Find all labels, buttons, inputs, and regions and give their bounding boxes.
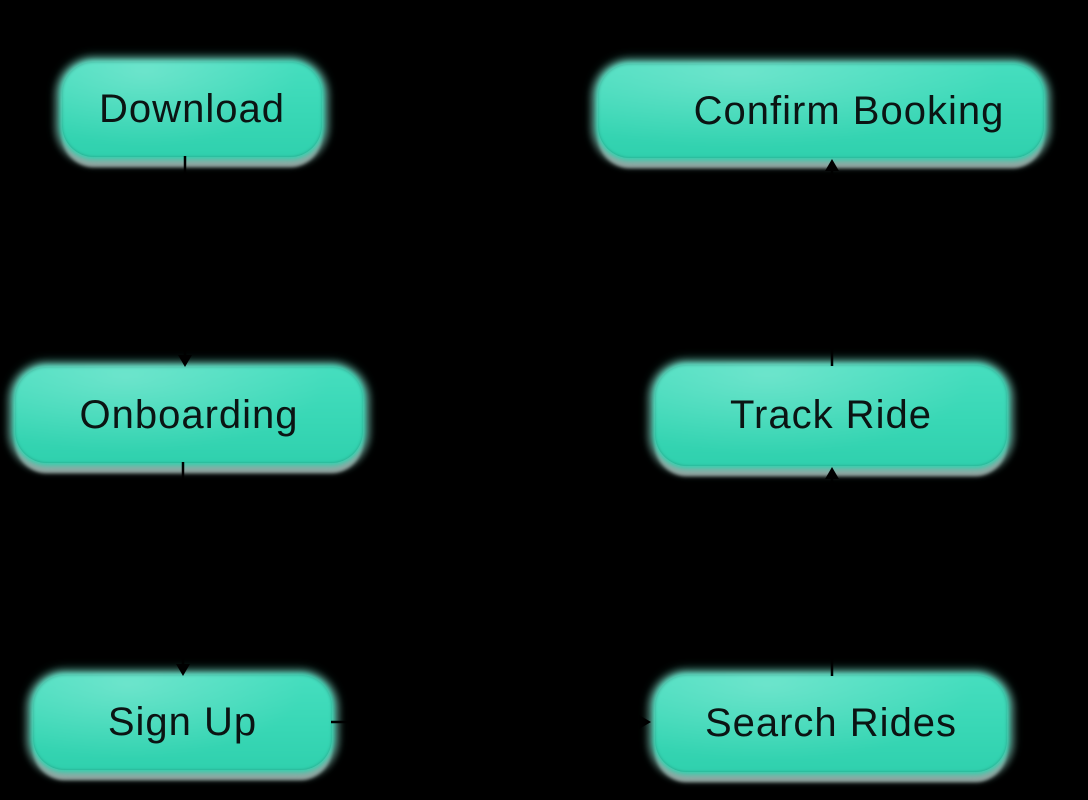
arrowhead-up-icon (825, 467, 839, 479)
node-track-ride[interactable]: Track Ride (655, 365, 1007, 466)
arrowhead-right-icon (639, 715, 651, 729)
node-onboarding[interactable]: Onboarding (15, 367, 363, 463)
node-download[interactable]: Download (62, 62, 322, 157)
arrow-searchrides-to-trackride (825, 467, 839, 676)
node-label: Onboarding (79, 392, 299, 437)
arrowhead-up-icon (825, 159, 839, 171)
node-sign-up[interactable]: Sign Up (33, 675, 332, 770)
node-label: Track Ride (730, 393, 932, 437)
node-search-rides[interactable]: Search Rides (655, 675, 1007, 772)
arrow-signup-to-searchrides (331, 715, 651, 729)
node-label: Download (99, 87, 285, 131)
node-label: Search Rides (704, 701, 958, 745)
node-label: Sign Up (107, 700, 258, 744)
arrow-onboarding-to-signup (176, 462, 190, 676)
arrow-download-to-onboarding (178, 156, 192, 367)
node-label: Confirm Booking (693, 88, 1005, 133)
node-confirm-booking[interactable]: Confirm Booking (598, 64, 1044, 158)
arrow-trackride-to-confirmbooking (825, 159, 839, 366)
